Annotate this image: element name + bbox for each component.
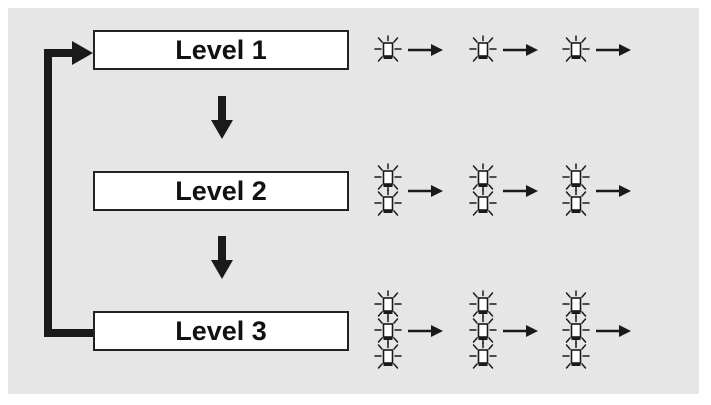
sequence-arrow-icon — [596, 325, 631, 337]
indicator-sequences — [375, 36, 631, 368]
blinking-lamp-icon — [563, 164, 589, 189]
blinking-lamp-icon — [470, 291, 496, 316]
loop-back-arrow — [48, 41, 93, 333]
down-arrow-1 — [211, 96, 233, 139]
down-arrow-2 — [211, 236, 233, 279]
blinking-lamp-icon — [375, 190, 401, 215]
blinking-lamp-icon — [375, 317, 401, 342]
blinking-lamp-icon — [470, 36, 496, 61]
blinking-lamp-icon — [563, 317, 589, 342]
blinking-lamp-icon — [563, 190, 589, 215]
blinking-lamp-icon — [563, 36, 589, 61]
blinking-lamp-icon — [470, 343, 496, 368]
blinking-lamp-icon — [470, 317, 496, 342]
sequence-arrow-icon — [503, 325, 538, 337]
sequence-arrow-icon — [596, 185, 631, 197]
blinking-lamp-icon — [563, 343, 589, 368]
blinking-lamp-icon — [563, 291, 589, 316]
sequence-arrow-icon — [408, 185, 443, 197]
blinking-lamp-icon — [375, 36, 401, 61]
sequence-arrow-icon — [408, 325, 443, 337]
sequence-arrow-icon — [503, 44, 538, 56]
blinking-lamp-icon — [375, 164, 401, 189]
sequence-arrow-icon — [503, 185, 538, 197]
sequence-arrow-icon — [408, 44, 443, 56]
sequence-arrow-icon — [596, 44, 631, 56]
blinking-lamp-icon — [375, 291, 401, 316]
blinking-lamp-icon — [470, 164, 496, 189]
blinking-lamp-icon — [470, 190, 496, 215]
blinking-lamp-icon — [375, 343, 401, 368]
